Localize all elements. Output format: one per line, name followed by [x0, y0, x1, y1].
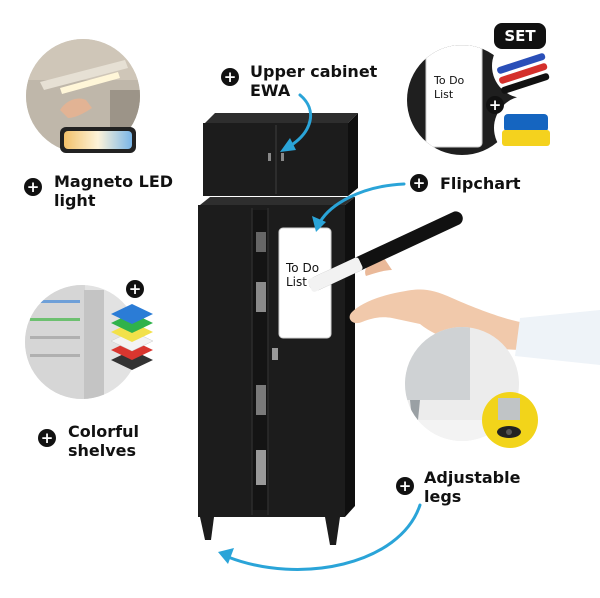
plus-icon: + [38, 429, 56, 447]
arrow-upper-cabinet [288, 93, 312, 148]
flipchart-line2: List [434, 88, 454, 101]
plus-icon: + [221, 68, 239, 86]
led-light-label-line1: Magneto LED [54, 172, 174, 191]
plus-icon: + [410, 174, 428, 192]
upper-cabinet-top [205, 113, 358, 123]
flipchart-label: Flipchart [440, 174, 521, 193]
whiteboard-line1: To Do [286, 261, 320, 275]
marker-set-icon [492, 34, 556, 98]
set-badge: SET [494, 23, 546, 49]
plus-icon: + [126, 280, 144, 298]
colorful-shelves-label-line1: Colorful [68, 422, 139, 441]
hand-with-marker [307, 211, 600, 365]
arrow-legs [226, 503, 422, 571]
whiteboard-line2: List [286, 275, 307, 289]
plus-icon: + [24, 178, 42, 196]
flipchart-line1: To Do [434, 74, 465, 87]
cabinet-leg [325, 517, 340, 545]
adjustable-legs-label-line2: legs [424, 487, 462, 506]
shelf-stack [110, 304, 154, 370]
led-light-image [26, 39, 140, 153]
plus-icon: + [486, 96, 504, 114]
colorful-shelves-image [25, 285, 154, 399]
colorful-shelves-label: Colorful shelves [68, 422, 139, 460]
upper-cabinet-lock-left [268, 153, 271, 161]
lower-cabinet-handle [272, 348, 278, 360]
upper-cabinet-label-line2: EWA [250, 81, 291, 100]
colorful-shelves-label-line2: shelves [68, 441, 137, 460]
upper-cabinet-side [348, 113, 358, 196]
upper-cabinet-label: Upper cabinet EWA [250, 62, 377, 100]
led-light-label: Magneto LED light [54, 172, 173, 210]
arrowhead-icon [280, 138, 296, 152]
arrowhead-icon [312, 216, 326, 232]
arrowhead-icon [218, 548, 234, 564]
arrow-flipchart [318, 182, 406, 224]
adjustable-legs-label-line1: Adjustable [424, 468, 521, 487]
cabinet-leg [200, 517, 214, 540]
arrows [226, 93, 422, 571]
cabinet [198, 113, 358, 545]
eraser-icon [494, 96, 558, 160]
flipchart-image [407, 45, 517, 155]
upper-cabinet-label-line1: Upper cabinet [250, 62, 378, 81]
plus-icon: + [396, 477, 414, 495]
upper-cabinet-lock-right [281, 153, 284, 161]
adjustable-legs-label: Adjustable legs [424, 468, 520, 506]
led-light-label-line2: light [54, 191, 96, 210]
